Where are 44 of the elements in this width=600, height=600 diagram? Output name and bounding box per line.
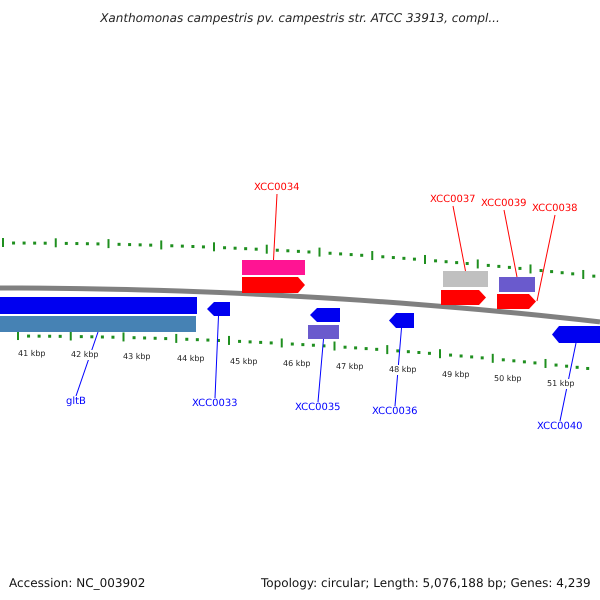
footer-text: Accession: NC_003902 — [9, 576, 146, 590]
gene-label: XCC0038 — [532, 203, 578, 215]
gene-label: XCC0034 — [254, 182, 300, 194]
gene-bar — [242, 260, 305, 275]
scale-label: 42 kbp — [71, 350, 99, 360]
scale-label: 43 kbp — [123, 352, 151, 362]
gene-label: XCC0037 — [430, 194, 476, 206]
scale-label: 45 kbp — [230, 357, 258, 367]
scale-label: 49 kbp — [442, 370, 470, 380]
leader-line — [214, 316, 219, 398]
gene-bar — [308, 325, 339, 339]
gene-bar — [443, 271, 488, 287]
title: Xanthomonas campestris pv. campestris str. ATCC 33913, compl... — [100, 11, 500, 25]
gene-label: gltB — [66, 396, 86, 408]
gene-feature — [310, 308, 340, 322]
leader-line — [504, 210, 518, 278]
gene-label: XCC0036 — [372, 406, 418, 418]
gene-feature — [389, 313, 414, 328]
gene-bar — [0, 297, 197, 314]
gene-feature — [497, 294, 536, 309]
scale-label: 51 kbp — [547, 379, 575, 389]
footer-text: Topology: circular; Length: 5,076,188 bp; Genes: 4,239 — [261, 576, 591, 590]
scale-label: 44 kbp — [177, 354, 205, 364]
leader-line — [560, 342, 576, 422]
scale-label: 48 kbp — [389, 365, 417, 375]
leader-line — [318, 338, 324, 402]
scale-label: 47 kbp — [336, 362, 364, 372]
leader-line — [273, 194, 278, 260]
gene-bar — [499, 277, 535, 292]
leader-line — [536, 214, 556, 302]
scale-label: 41 kbp — [18, 349, 46, 359]
gene-feature — [441, 290, 486, 305]
leader-line — [452, 206, 466, 272]
leader-line — [394, 328, 402, 406]
gene-feature — [242, 277, 305, 293]
gene-feature — [207, 302, 230, 316]
gene-label: XCC0035 — [295, 402, 341, 414]
gene-feature — [552, 326, 600, 343]
gene-bar — [0, 316, 196, 332]
scale-label: 46 kbp — [283, 359, 311, 369]
gene-label: XCC0040 — [537, 421, 583, 433]
scale-label: 50 kbp — [494, 374, 522, 384]
gene-label: XCC0039 — [481, 198, 527, 210]
gene-label: XCC0033 — [192, 398, 238, 410]
